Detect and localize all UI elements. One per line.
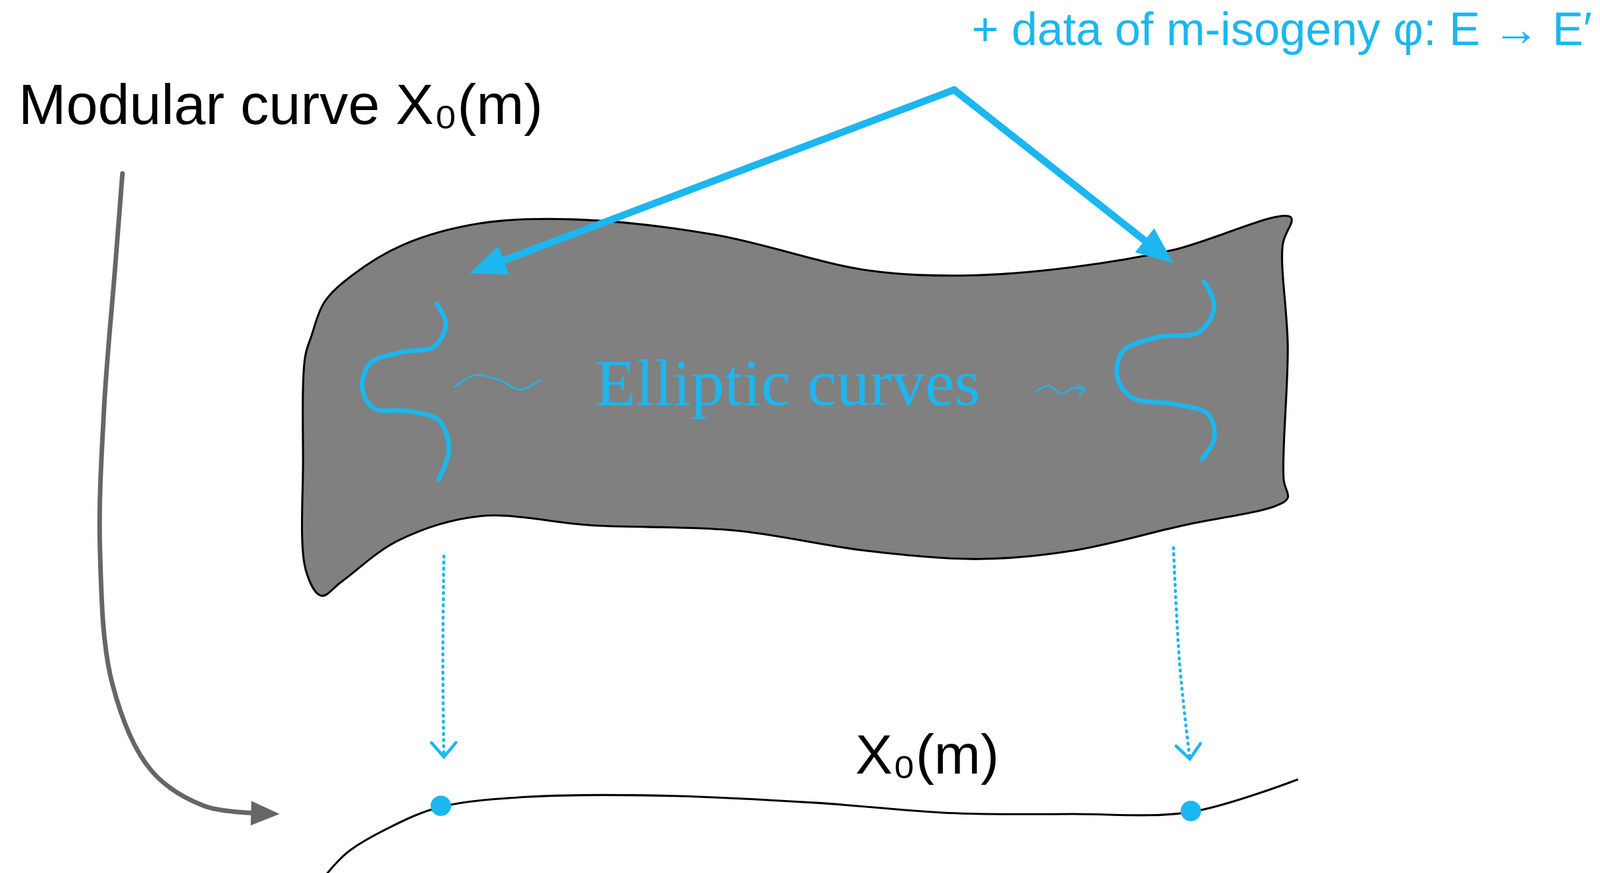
figure-title: Modular curve X₀(m)	[18, 71, 544, 138]
elliptic-curve-squiggle	[362, 304, 449, 481]
blob-shape	[301, 215, 1292, 596]
label-holder: + data of m-isogeny φ: E → E′	[971, 2, 1593, 57]
moduli-space-blob: Elliptic curves	[298, 208, 1307, 607]
arrow-head	[1077, 384, 1085, 396]
curve-label: X₀(m)	[855, 722, 1000, 788]
label-holder: Modular curve X₀(m)	[18, 71, 544, 138]
arrow-head	[250, 800, 280, 826]
arrow-head	[431, 742, 457, 758]
tilde-mark	[454, 375, 542, 390]
label-holder: X₀(m)	[855, 722, 1000, 788]
squiggle-arrow	[1035, 385, 1084, 394]
pointer-arrow	[503, 89, 955, 260]
pointer-arrow	[954, 89, 1145, 241]
modular-curve-line	[322, 779, 1298, 873]
annotation-text: + data of m-isogeny φ: E → E′	[971, 2, 1593, 57]
arrow-head	[1176, 743, 1201, 760]
projection-arrow	[442, 556, 445, 758]
pointer-arrow	[99, 173, 256, 814]
curve-point	[1180, 800, 1202, 822]
region-label: Elliptic curves	[595, 344, 981, 422]
curve-point	[430, 795, 451, 817]
elliptic-curve-squiggle	[1116, 281, 1215, 460]
projection-arrow	[1173, 547, 1191, 760]
